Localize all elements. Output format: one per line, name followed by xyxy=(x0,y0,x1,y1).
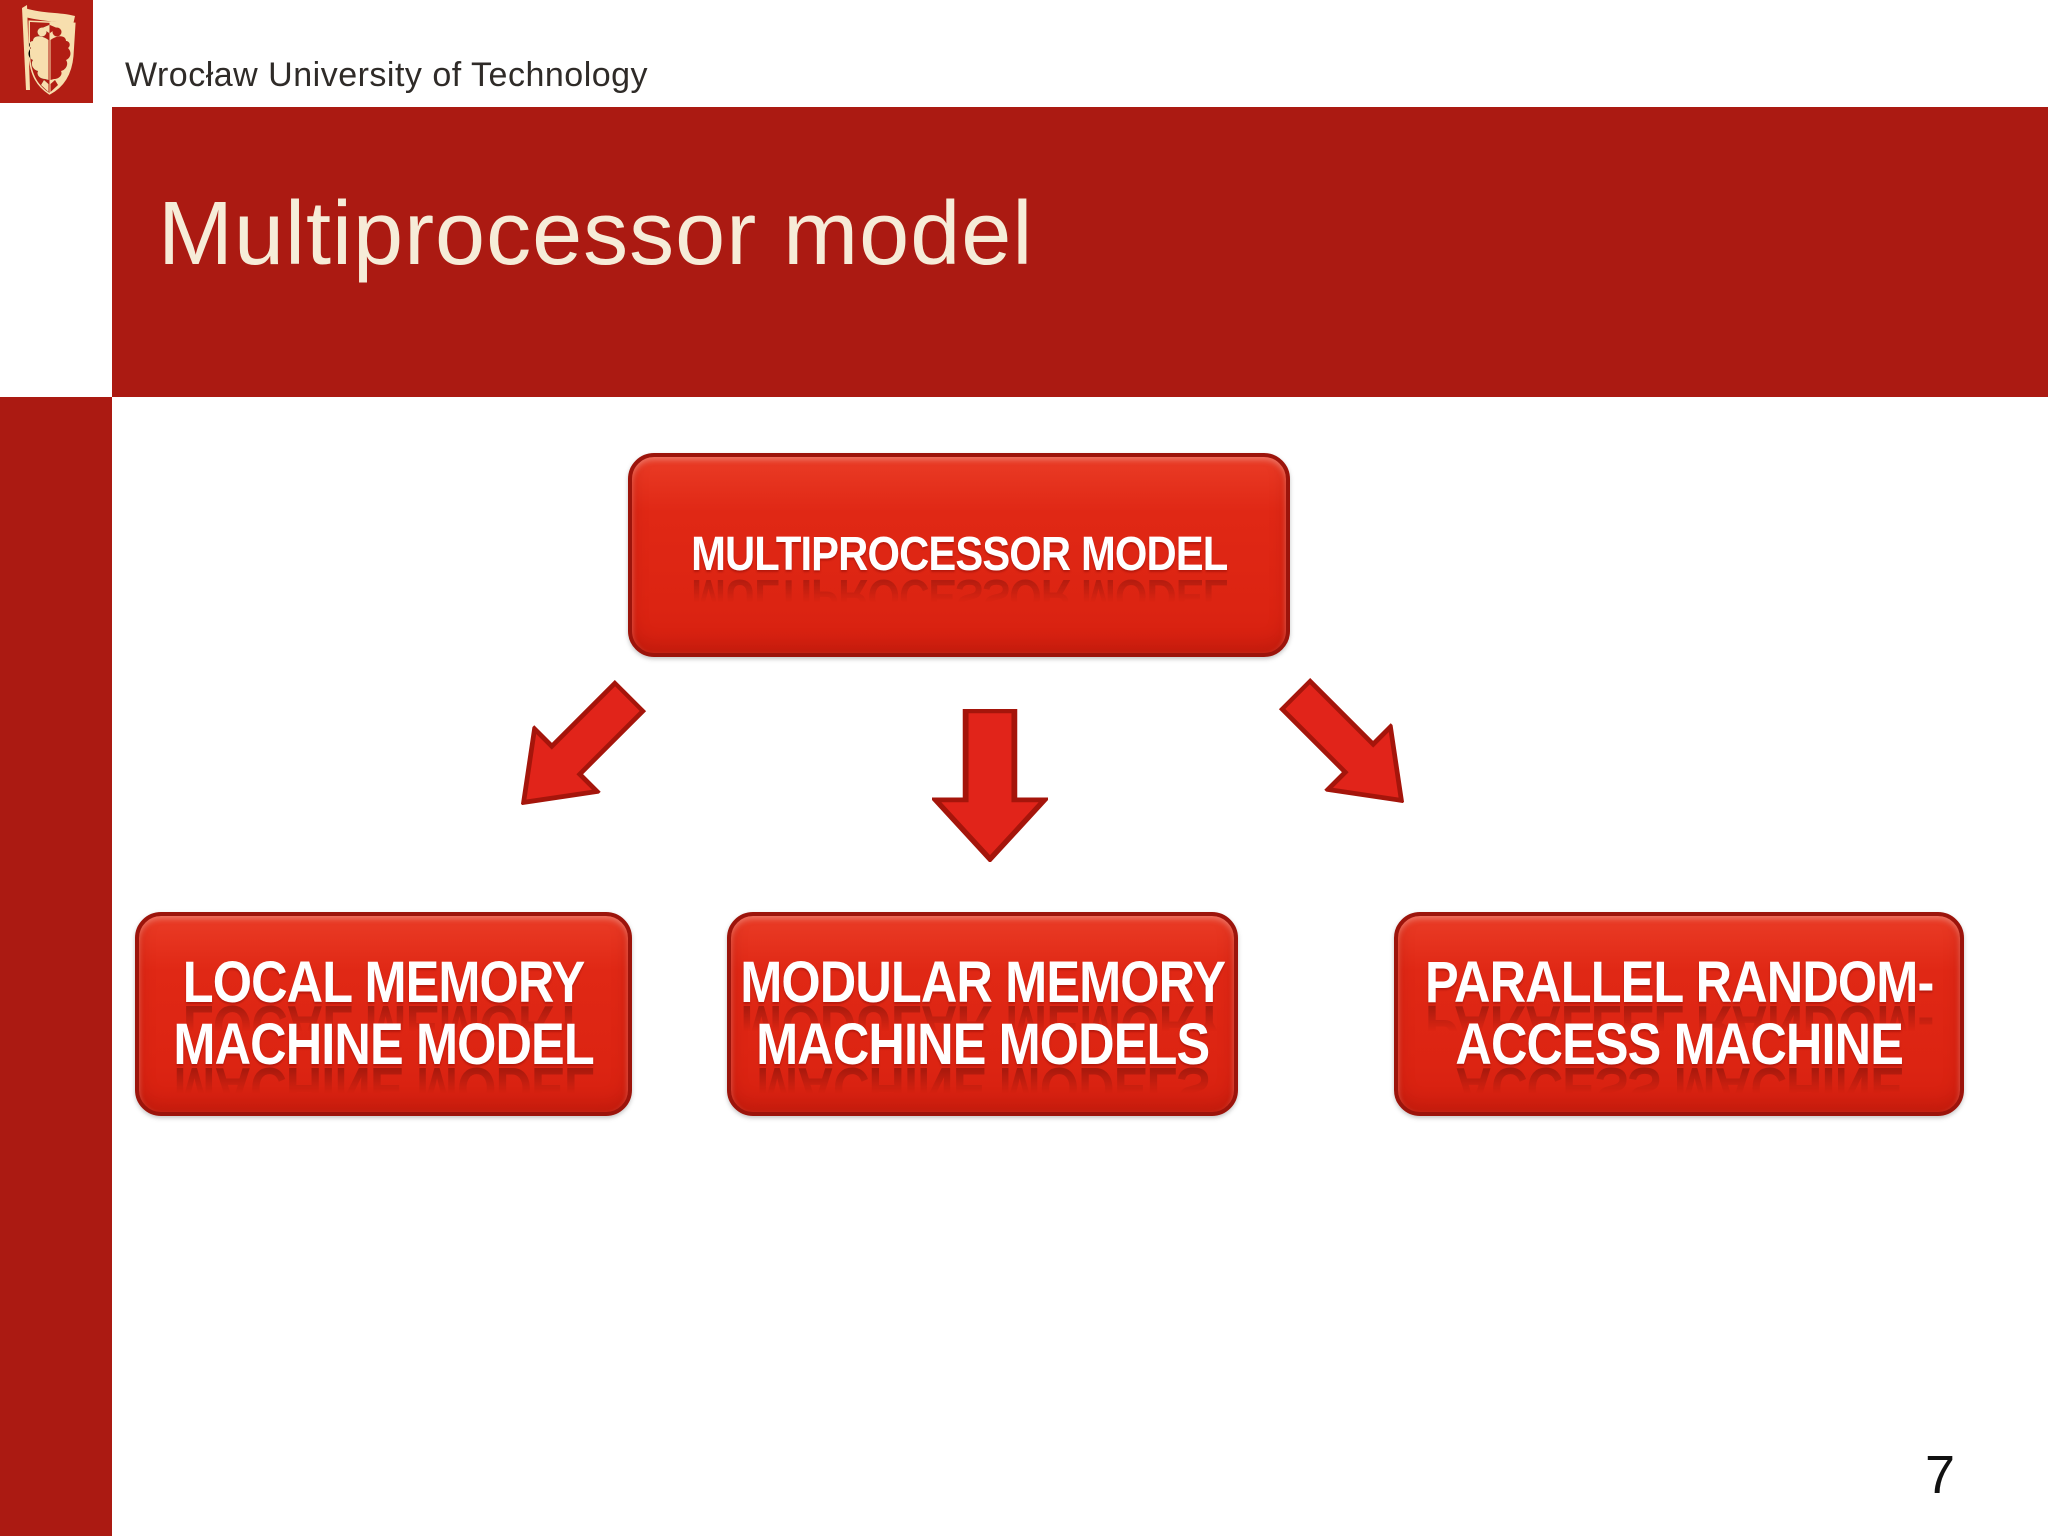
eagle-icon xyxy=(0,0,93,103)
title-banner: Multiprocessor model xyxy=(112,107,2048,397)
university-name: Wrocław University of Technology xyxy=(125,56,649,94)
node-label: MULTIPROCESSOR MODEL xyxy=(690,528,1228,581)
header-bar: Wrocław University of Technology xyxy=(0,0,2048,107)
page-number: 7 xyxy=(1925,1445,1956,1505)
node-label: PARALLEL RANDOM- xyxy=(1424,950,1934,1015)
node-label: ACCESS MACHINE xyxy=(1455,1012,1903,1077)
node-label: MACHINE MODEL xyxy=(173,1012,594,1077)
child-node-modular-memory-machine-models: MODULAR MEMORY MODULAR MEMORY MACHINE MO… xyxy=(727,912,1238,1120)
arrow-down-icon xyxy=(932,709,1048,862)
node-label: LOCAL MEMORY xyxy=(182,950,586,1015)
left-accent-bar xyxy=(0,397,112,1536)
child-node-parallel-random-access-machine: PARALLEL RANDOM- PARALLEL RANDOM- ACCESS… xyxy=(1394,912,1964,1120)
node-label: MODULAR MEMORY xyxy=(740,950,1226,1015)
arrow-down-right-icon xyxy=(1278,677,1405,804)
arrow-down-left-icon xyxy=(520,679,647,806)
page-title: Multiprocessor model xyxy=(158,184,1034,284)
root-node-multiprocessor-model: MULTIPROCESSOR MODEL MULTIPROCESSOR MODE… xyxy=(628,453,1290,657)
child-node-local-memory-machine-model: LOCAL MEMORY LOCAL MEMORY MACHINE MODEL … xyxy=(135,912,632,1120)
university-logo xyxy=(0,0,93,103)
node-label: MACHINE MODELS xyxy=(755,1012,1210,1077)
